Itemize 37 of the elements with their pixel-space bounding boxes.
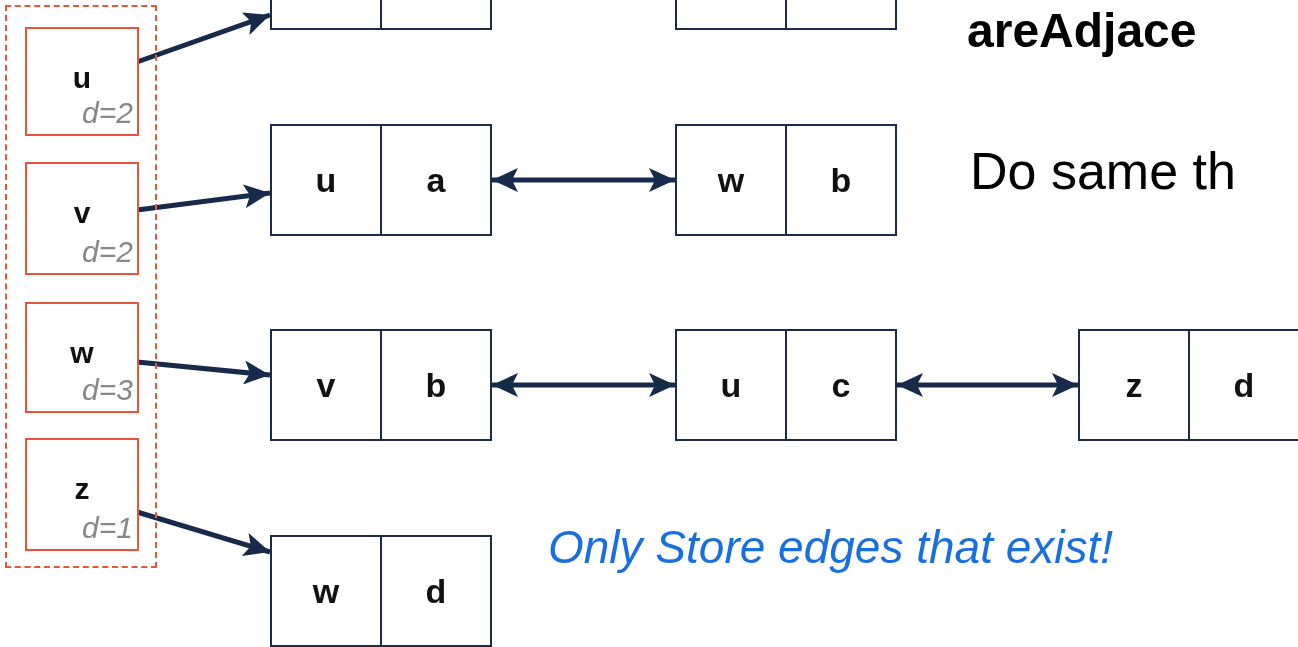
vertex-name: u bbox=[71, 61, 93, 95]
list-node-box bbox=[675, 124, 897, 236]
cell-text: w bbox=[717, 160, 745, 200]
arrow bbox=[492, 168, 675, 192]
cell-text: c bbox=[831, 365, 851, 405]
vertex-box bbox=[25, 302, 139, 413]
cell-text: v bbox=[316, 365, 336, 405]
cell-text: z bbox=[1125, 365, 1143, 405]
cell-text: b bbox=[425, 365, 447, 405]
cell-text: u bbox=[720, 365, 742, 405]
degree-label: d=1 bbox=[82, 511, 133, 545]
handwritten-note: Only Store edges that exist! bbox=[548, 522, 1114, 573]
cell-text: u bbox=[315, 160, 337, 200]
degree-label: d=2 bbox=[82, 235, 133, 269]
arrow bbox=[492, 373, 675, 397]
vertex-box bbox=[25, 27, 139, 136]
list-node-box bbox=[675, 329, 897, 441]
vertex-name: z bbox=[73, 472, 91, 506]
degree-label: d=3 bbox=[82, 373, 133, 407]
heading-text: areAdjace bbox=[967, 5, 1197, 58]
list-node-box bbox=[270, 329, 492, 441]
list-node-box bbox=[270, 535, 492, 647]
vertex-box bbox=[25, 162, 139, 275]
cell-text: w bbox=[312, 571, 340, 611]
cell-text: d bbox=[425, 571, 447, 611]
cell-text: a bbox=[426, 160, 446, 200]
arrow bbox=[897, 373, 1078, 397]
vertex-box bbox=[25, 438, 139, 551]
degree-label: d=2 bbox=[82, 96, 133, 130]
list-node-box bbox=[1078, 329, 1298, 441]
cell-text: b bbox=[830, 160, 852, 200]
vertex-name: v bbox=[72, 196, 92, 230]
list-node-box bbox=[270, 124, 492, 236]
dashed-group-box bbox=[5, 5, 157, 568]
vertex-name: w bbox=[69, 336, 95, 370]
body-text: Do same th bbox=[970, 143, 1236, 201]
cell-text: d bbox=[1233, 365, 1255, 405]
